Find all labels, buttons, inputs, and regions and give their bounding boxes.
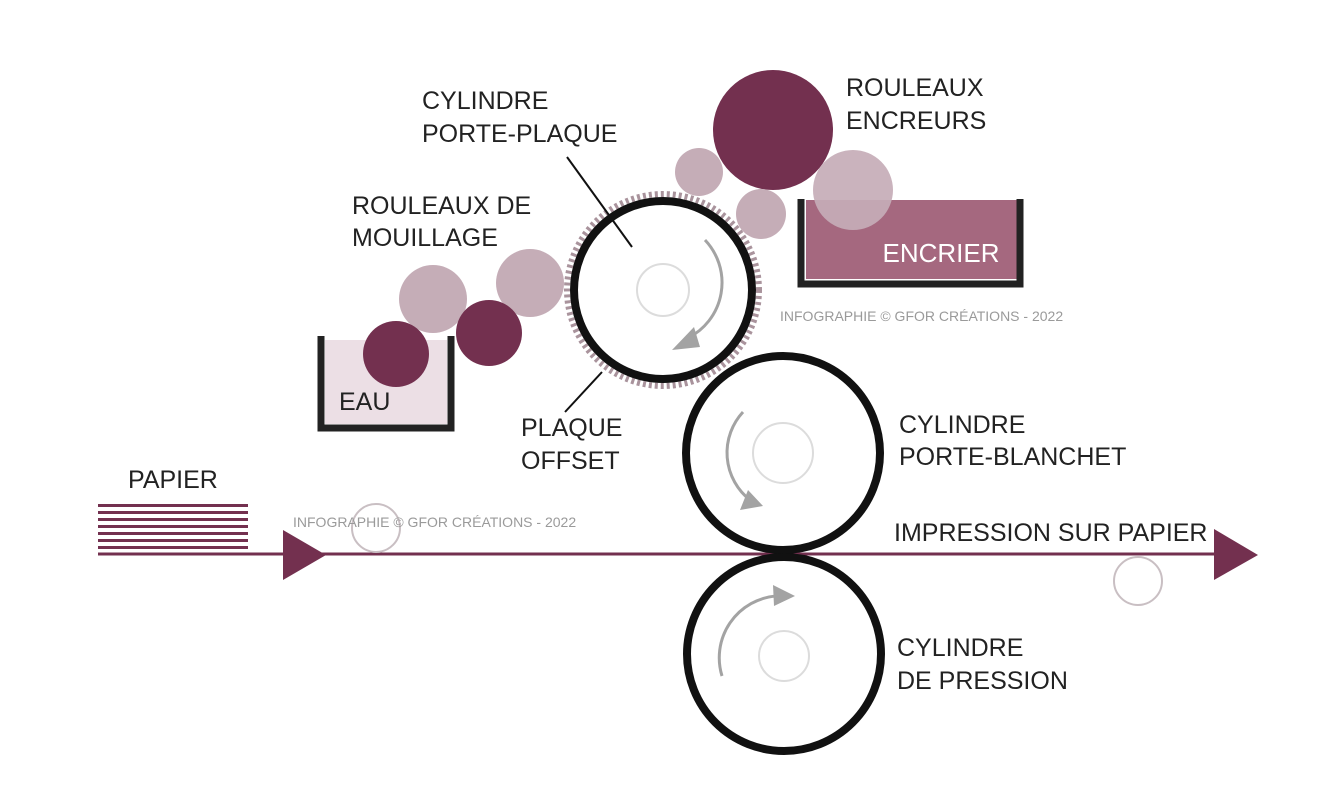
ink-roller-small-left [675,148,723,196]
ink-roller-right [813,150,893,230]
impression-rotation-arrow [717,594,777,677]
plate-rotation-arrow [687,238,724,340]
ink-roller-large [713,70,833,190]
plate-cylinder [564,191,762,389]
impression-cylinder-hub [758,630,810,682]
dampening-roller-light-2 [496,249,564,317]
dampening-roller-dark-1 [363,321,429,387]
label-rouleaux-encreurs: ROULEAUX ENCREURS [846,74,991,135]
label-cylindre-porte-plaque: CYLINDRE PORTE-PLAQUE [422,87,617,148]
label-cylindre-porte-blanchet: CYLINDRE PORTE-BLANCHET [899,411,1126,471]
leader-porte-plaque [566,156,633,248]
impression-cylinder [683,553,885,755]
dampening-rollers [363,249,564,387]
eau-label: EAU [339,388,390,416]
label-plaque-offset: PLAQUE OFFSET [521,414,629,475]
label-papier: PAPIER [128,466,218,494]
dampening-roller-light-1 [399,265,467,333]
watermark-lower: INFOGRAPHIE © GFOR CRÉATIONS - 2022 [293,514,576,530]
label-rouleaux-mouillage: ROULEAUX DE MOUILLAGE [352,192,538,252]
dampening-roller-dark-2 [456,300,522,366]
label-cylindre-pression: CYLINDRE DE PRESSION [897,634,1068,695]
offset-plate-ring [564,191,762,389]
encrier-label: ENCRIER [882,238,999,268]
blanket-rotation-arrow [725,410,751,502]
paper-arrow-right [1214,529,1258,580]
leader-plaque-offset [564,371,603,413]
blanket-cylinder [682,352,884,554]
watermark-upper: INFOGRAPHIE © GFOR CRÉATIONS - 2022 [780,308,1063,324]
ink-roller-small-mid [736,189,786,239]
decorative-ring-right [1113,556,1163,606]
label-impression-sur-papier: IMPRESSION SUR PAPIER [894,519,1208,547]
paper-stack [98,504,248,549]
decorative-ring-left [351,503,401,553]
blanket-cylinder-hub [752,422,814,484]
plate-cylinder-hub [636,263,690,317]
ink-rollers [675,70,893,239]
paper-arrow-left [283,530,326,580]
